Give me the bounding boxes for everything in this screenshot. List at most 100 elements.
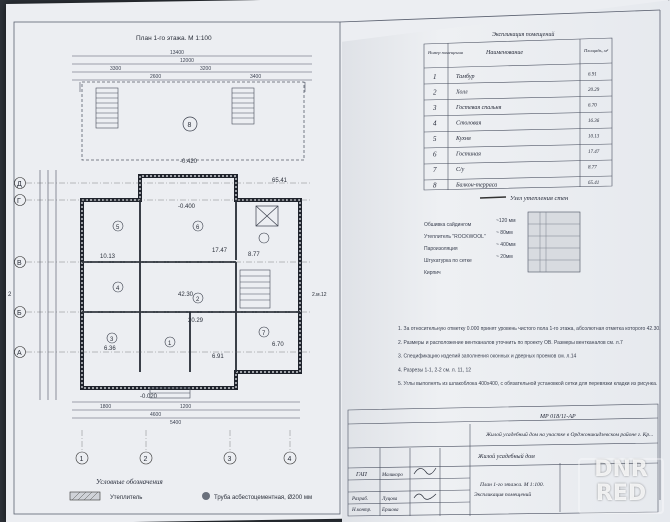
- stairs-left: [95, 87, 119, 129]
- dim-bot-4: 5400: [170, 420, 181, 426]
- room-number-4: 4: [116, 286, 120, 292]
- area-dining: 6.36: [104, 346, 116, 352]
- dim-bot-2: 1200: [180, 404, 191, 410]
- explication-cell-area: 6.70: [588, 103, 597, 108]
- node-dim-1: ~120 мм: [496, 218, 516, 224]
- legend-hatch: [71, 491, 99, 501]
- area-bedroom: 6.70: [272, 342, 284, 348]
- legend-pipe-icon: [202, 492, 210, 500]
- scale-note: 2.м.12: [312, 292, 327, 298]
- bath-fixtures: [255, 205, 279, 227]
- explication-cell-area: 17.47: [588, 150, 600, 155]
- axis-D: Д: [17, 181, 22, 188]
- level-terrace: -0.420: [180, 159, 198, 165]
- explication-cell-name: С/у: [456, 167, 465, 173]
- legend-swatch-insulation: [69, 491, 101, 501]
- room-marks: [106, 220, 270, 348]
- explication-cell-name: Гостиная: [455, 152, 481, 158]
- signature-2: [413, 493, 437, 500]
- right-frame-top: [339, 9, 661, 23]
- dimension-chains: [39, 55, 312, 419]
- explication-cell-area: 10.13: [588, 134, 600, 139]
- legend-title: Условные обозначения: [96, 478, 163, 486]
- axis-numbers: [75, 451, 297, 465]
- note-2: 2. Размеры и расположение вентканалов ут…: [398, 340, 623, 346]
- explication-cell-name: Балкон-терраса: [455, 183, 497, 189]
- watermark-line-2: RED: [595, 481, 647, 506]
- area-terrace: 65.41: [272, 178, 288, 184]
- room-number-2: 2: [196, 297, 200, 303]
- axis-V: В: [17, 260, 22, 267]
- axis-2: 2: [144, 456, 148, 463]
- room-number-8: 8: [188, 122, 192, 129]
- node-label-2: Утеплитель "ROCKWOOL": [424, 234, 486, 240]
- explication-cell-name: Гостевая спальня: [455, 105, 502, 111]
- explication-cell-area: 65.41: [588, 181, 599, 186]
- entrance-steps: [149, 387, 191, 399]
- left-frame: [13, 21, 341, 515]
- area-tambour: 6.91: [212, 354, 224, 360]
- explication-cell-name: Столовая: [456, 121, 482, 127]
- explication-cell-n: 1: [433, 73, 437, 81]
- note-4: 4. Разрезы 1-1, 2-2 см. л. 11, 12: [398, 367, 471, 373]
- watermark-logo: DNR RED: [578, 458, 664, 514]
- name-3: Ершова: [381, 508, 399, 513]
- explication-table: Экспликация помещений Номер помещения На…: [423, 31, 613, 191]
- axis-B: Б: [17, 310, 22, 317]
- dim-top-6: 3400: [250, 74, 261, 80]
- stage-title: Жилой усадебный дом: [477, 453, 535, 460]
- sheet-title-1: План 1-го этажа. М 1:100.: [479, 482, 544, 488]
- room-mark-8: [182, 116, 198, 132]
- name-2: Луцова: [381, 497, 398, 502]
- axis-1: 1: [80, 456, 84, 463]
- node-label-4: Штукатурка по сетке: [424, 258, 472, 264]
- explication-cell-name: Холл: [455, 90, 468, 96]
- signature-1: [413, 467, 437, 475]
- general-notes: 1. За относительную отметку 0.000 принят…: [398, 326, 661, 387]
- area-kitchen: 10.13: [100, 254, 116, 260]
- axis-A: А: [17, 350, 22, 357]
- room-number-6: 6: [196, 225, 200, 231]
- role-3: Н.контр.: [351, 508, 371, 513]
- role-1: ГАП: [355, 472, 367, 478]
- legend-item-insulation: Утеплитель: [110, 495, 142, 501]
- explication-cell-n: 8: [433, 182, 437, 190]
- level-living: -0.400: [178, 204, 196, 210]
- dim-top-5: 2600: [150, 74, 161, 80]
- node-dim-4: ~ 20мм: [496, 254, 513, 260]
- title-block: МР 018/11-АР Жилой усадебный дом на учас…: [347, 403, 659, 517]
- area-bath: 8.77: [248, 252, 260, 258]
- area-hall: 20.29: [188, 318, 204, 324]
- explication-cell-n: 4: [433, 120, 437, 128]
- explication-cell-name: Кухня: [455, 136, 471, 142]
- room-number-7: 7: [262, 331, 266, 337]
- explication-cell-n: 2: [433, 89, 437, 97]
- axis-4: 4: [288, 456, 292, 463]
- explication-cell-area: 6.91: [588, 72, 597, 77]
- plan-title: План 1-го этажа. М 1:100: [136, 35, 212, 42]
- sheet-title-2: Экспликация помещений: [474, 491, 531, 498]
- dim-top-1: 13400: [170, 50, 184, 56]
- axis-3: 3: [228, 456, 232, 463]
- room-number-3: 3: [110, 337, 114, 343]
- explication-cell-n: 3: [432, 104, 437, 112]
- col-header-name: Наименование: [485, 50, 523, 56]
- area-living: 17.47: [212, 248, 228, 254]
- room-number-1: 1: [168, 341, 172, 347]
- wall-node-detail: Узел утепления стен Обшивка сайдингом Ут…: [424, 195, 581, 276]
- col-header-number: Номер помещения: [427, 50, 463, 55]
- node-label-3: Пароизоляция: [424, 246, 458, 252]
- axis-letters: [14, 177, 26, 358]
- name-1: Маликоро: [381, 473, 403, 478]
- drawing-sheet-right: [342, 0, 670, 522]
- explication-cell-n: 7: [433, 166, 437, 174]
- stairs-right: [231, 87, 255, 125]
- explication-cell-name: Тамбур: [456, 73, 474, 80]
- axis-G: Г: [17, 198, 21, 205]
- explication-title: Экспликация помещений: [492, 31, 554, 38]
- col-header-area: Площадь, м²: [583, 48, 609, 54]
- node-label-5: Кирпич: [424, 270, 441, 276]
- dim-top-4: 3200: [200, 66, 211, 72]
